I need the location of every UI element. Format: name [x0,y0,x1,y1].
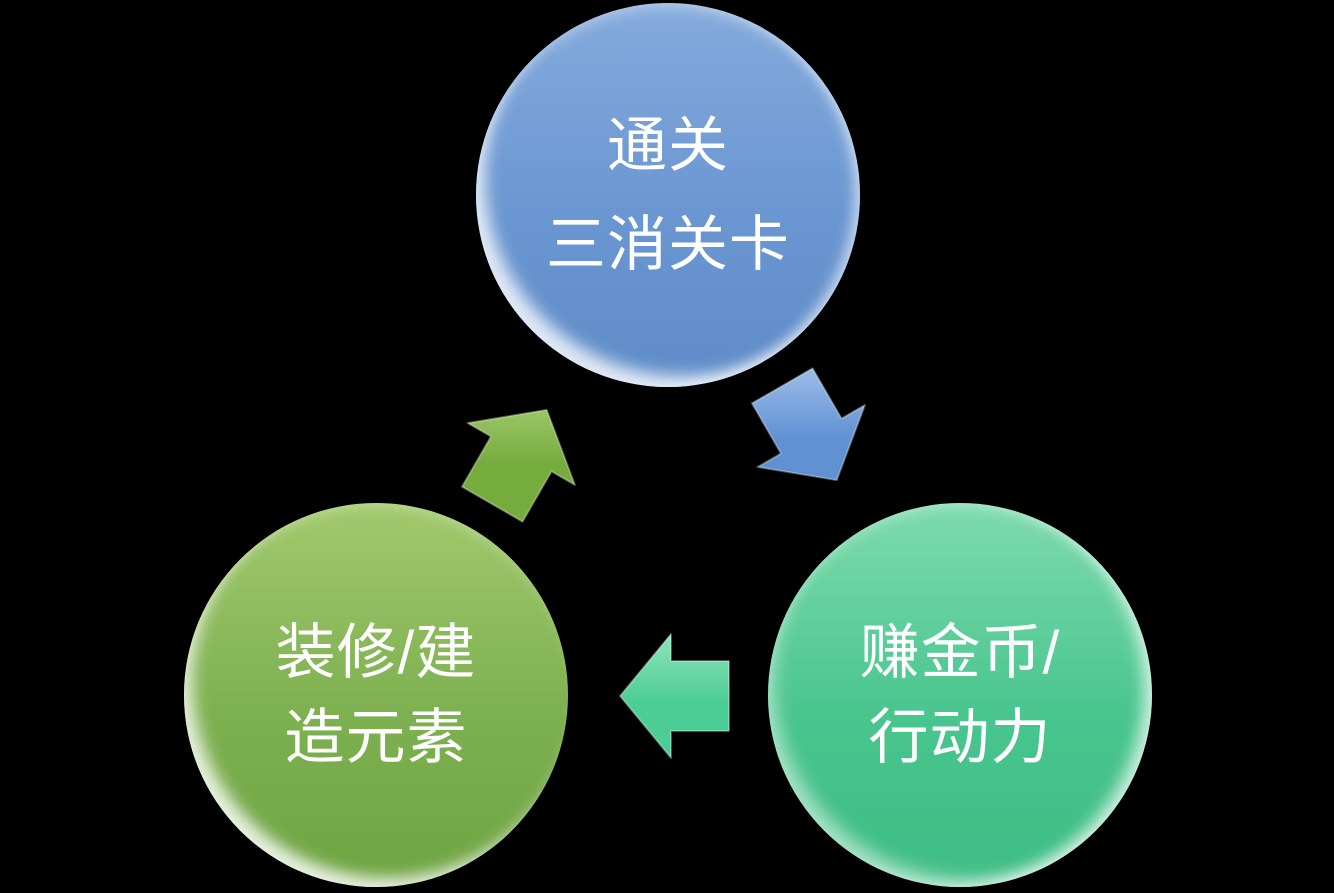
arrow-polygon [619,633,730,759]
node-clear-match3-levels: 通关 三消关卡 [476,3,860,387]
arrow-coins-to-decorate-icon [619,633,730,759]
arrow-levels-to-coins-icon [750,367,866,482]
node-right-label-line2: 行动力 [868,704,1052,771]
node-top-label-line1: 通关 [607,112,729,179]
node-decorate-build-elements: 装修/建 造元素 [184,503,568,887]
node-earn-coins-energy: 赚金币/ 行动力 [768,503,1152,887]
node-right-label-line1: 赚金币/ [859,619,1061,686]
node-left-label-line2: 造元素 [284,704,468,771]
arrow-decorate-to-levels-icon [460,408,576,523]
node-top-label-line2: 三消关卡 [546,211,790,278]
arrow-polygon [750,367,866,482]
node-left-label-line1: 装修/建 [275,619,477,686]
arrow-polygon [460,408,576,523]
